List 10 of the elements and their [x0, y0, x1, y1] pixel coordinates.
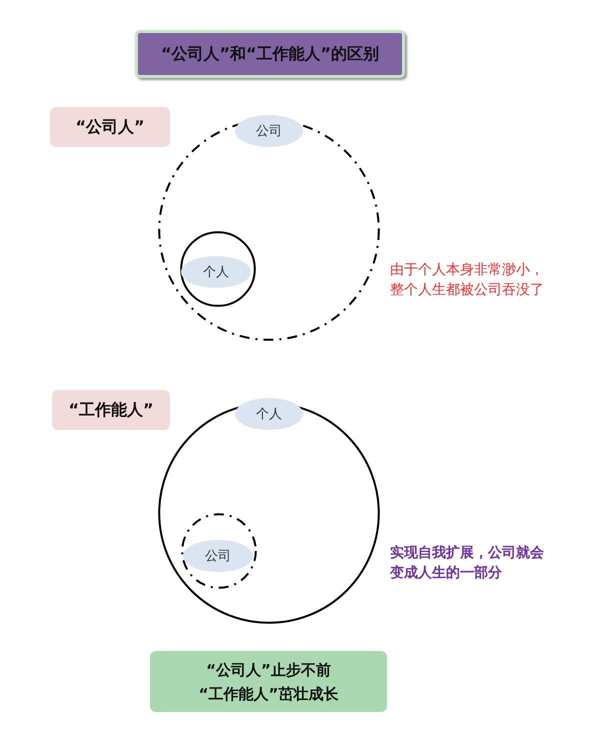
title-box: “公司人”和“工作能人”的区别 [135, 30, 405, 78]
name-ellipse: 个人 [235, 398, 303, 430]
text-box: “公司人”止步不前 “工作能人”茁壮成长 [150, 651, 387, 712]
name-ellipse: 个人 [181, 256, 251, 288]
note-text: 实现自我扩展，公司就会变成人生的一部分 [390, 544, 545, 583]
text-box: “公司人” [50, 107, 170, 147]
text-box: “工作能人” [52, 390, 170, 430]
name-ellipse: 公司 [235, 115, 303, 147]
note-text: 由于个人本身非常渺小，整个人生都被公司吞没了 [390, 261, 545, 300]
name-ellipse: 公司 [183, 540, 253, 572]
